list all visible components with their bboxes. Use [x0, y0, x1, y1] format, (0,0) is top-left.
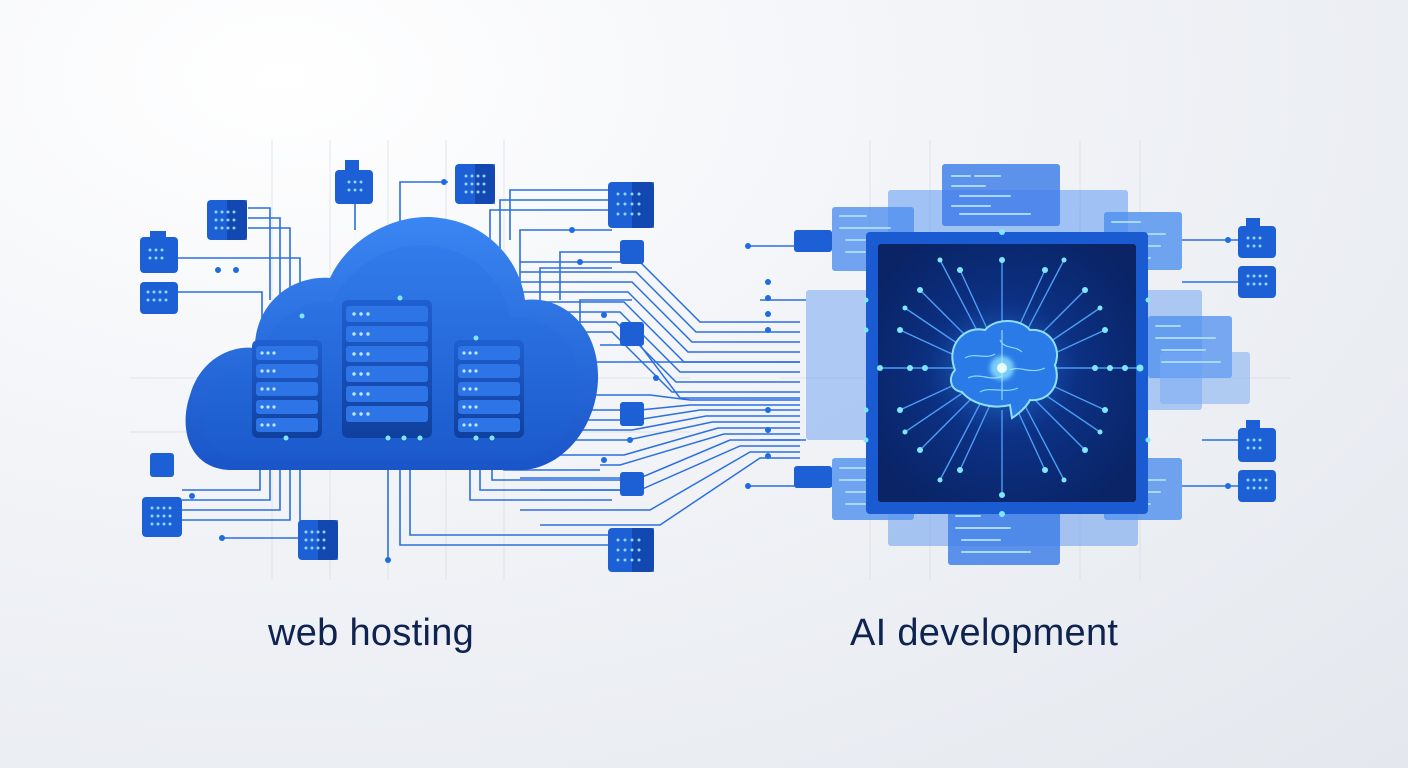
cloud-server-icon	[140, 160, 800, 572]
server-rack-left	[252, 340, 322, 438]
caption-web-hosting: web hosting	[268, 612, 475, 654]
connecting-traces	[520, 261, 800, 526]
caption-ai-development: AI development	[850, 612, 1119, 654]
node-boxes	[140, 160, 654, 572]
brain-icon	[922, 298, 1082, 438]
server-rack-right	[454, 340, 524, 438]
server-rack-center	[342, 300, 432, 438]
ai-brain-chip-icon	[745, 164, 1276, 565]
